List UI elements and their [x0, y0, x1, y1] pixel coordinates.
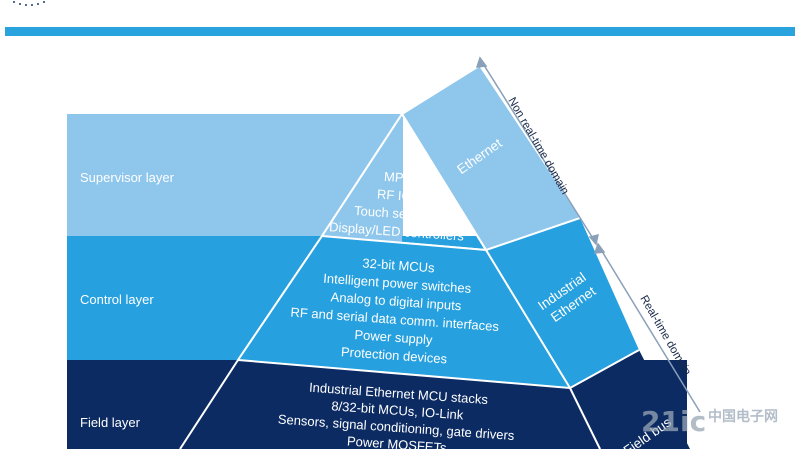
component-line: Touch sensors — [354, 203, 439, 224]
component-line: MPU — [384, 169, 414, 186]
layer-label-control: Control layer — [80, 292, 154, 307]
component-line: RF ICs — [377, 186, 419, 204]
layer-label-supervisor: Supervisor layer — [80, 170, 175, 185]
decorative-dots — [13, 1, 45, 6]
pyramid-front-middle — [238, 236, 570, 388]
side-face-bottom — [570, 350, 690, 449]
component-line: Protection devices — [341, 344, 449, 366]
svg-text:21ic: 21ic — [641, 405, 706, 438]
pyramid-front-edges — [179, 113, 601, 449]
side-face-middle — [486, 218, 639, 388]
layer-label-field: Field layer — [80, 415, 141, 430]
component-line: Power supply — [354, 327, 433, 347]
component-line: 32-bit MCUs — [362, 255, 436, 275]
side-face-top — [402, 66, 580, 250]
pyramid-front-top — [322, 114, 402, 250]
svg-text:中国电子网: 中国电子网 — [708, 408, 778, 425]
watermark-logo: 21ic 中国电子网 — [641, 405, 778, 438]
domain-arrows — [475, 56, 701, 413]
header-rule — [5, 27, 795, 36]
